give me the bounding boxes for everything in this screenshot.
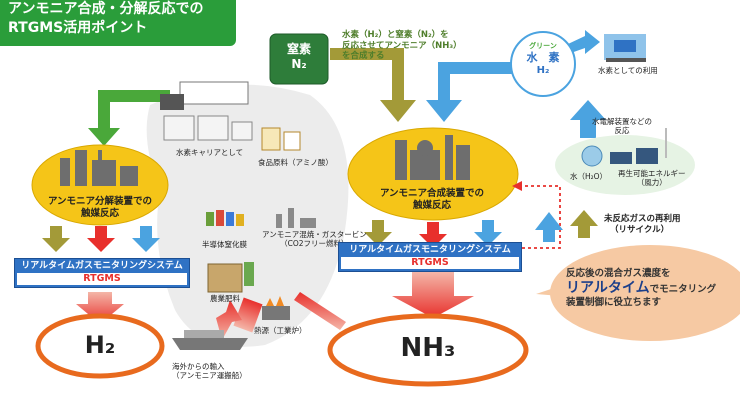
olive-arrow-synth-out — [364, 220, 392, 246]
food-icon — [261, 127, 301, 151]
olive-arrow-up-right — [570, 210, 598, 238]
reaction-note-line-3: を合成する — [342, 51, 385, 62]
recycle-arrowhead — [512, 181, 522, 191]
rtgms-right-abbr: RTGMS — [341, 257, 519, 269]
fertilizer-icon — [207, 262, 254, 293]
decomposition-plant-icon — [60, 150, 138, 186]
solar-wind-icon — [610, 128, 667, 164]
callout-line-2-rest: でモニタリング — [649, 283, 717, 295]
electrolysis-line-2: 反応 — [614, 126, 630, 136]
rtgms-bar-right: リアルタイムガスモニタリングシステム RTGMS — [338, 242, 522, 272]
renewable-line-2: （風力） — [636, 178, 667, 188]
import-label: 海外からの輸入 （アンモニア運搬船） — [172, 362, 247, 381]
callout-emphasis: リアルタイム — [566, 279, 650, 296]
olive-arrow-n2 — [330, 48, 416, 122]
synthesis-plant-icon — [395, 135, 470, 180]
reaction-note-line-2: 反応させてアンモニア（NH₃） — [342, 40, 462, 51]
gas-turbine-line-1: アンモニア混焼・ガスタービン — [262, 230, 367, 239]
carrier-label: 水素キャリアとして — [176, 148, 244, 157]
n2-label: 窒素 N₂ — [270, 42, 328, 72]
gas-turbine-line-2: （CO2フリー燃料） — [280, 239, 349, 249]
olive-arrow-decomp-out — [42, 226, 70, 252]
decomposition-label: アンモニア分解装置での 触媒反応 — [42, 196, 158, 220]
reaction-note-line-1: 水素（H₂）と窒素（N₂）を — [342, 30, 449, 40]
n2-line-2: N₂ — [291, 57, 307, 71]
unreacted-line-1: 未反応ガスの再利用 — [604, 214, 681, 224]
renewable-label: 再生可能エネルギー （風力） — [618, 169, 686, 188]
callout-bubble — [550, 245, 740, 341]
synthesis-line-2: 触媒反応 — [412, 199, 451, 211]
reaction-note: 水素（H₂）と窒素（N₂）を 反応させてアンモニア（NH₃） を合成する — [342, 30, 462, 62]
hydrogen-use-label: 水素としての利用 — [598, 66, 658, 75]
n2-line-1: 窒素 — [286, 42, 311, 56]
red-arrow-synth-out — [419, 222, 447, 248]
n2-box — [269, 33, 329, 85]
callout-tail — [536, 286, 560, 296]
green-h2-label: グリーン 水 素 H₂ — [511, 42, 575, 77]
heat-source-icon — [262, 296, 290, 320]
red-arrow-to-h2 — [76, 292, 124, 324]
nh3-ring — [327, 313, 529, 387]
recycle-dotted-line — [522, 185, 561, 249]
rtgms-right-name: リアルタイムガスモニタリングシステム — [349, 245, 511, 255]
decomposition-line-1: アンモニア分解装置での — [47, 196, 153, 207]
synthesis-line-1: アンモニア合成装置での — [379, 188, 485, 199]
title-line-1: アンモニア合成・分解反応での — [8, 1, 204, 17]
import-line-2: （アンモニア運搬船） — [172, 371, 247, 381]
gas-turbine-icon — [276, 208, 316, 228]
rtgms-left-name: リアルタイムガスモニタリングシステム — [21, 261, 183, 271]
red-arrow-decomp-out — [87, 226, 115, 252]
water-label: 水（H₂O） — [570, 172, 608, 181]
rtgms-left-abbr: RTGMS — [17, 273, 187, 285]
h2-ring — [35, 313, 165, 379]
green-h2-line-2: 水 素 — [526, 50, 560, 64]
import-line-1: 海外からの輸入 — [172, 362, 225, 371]
callout-line-2: リアルタイムでモニタリング — [566, 280, 716, 298]
carrier-illustration — [160, 81, 253, 141]
blue-arrow-synth-out — [474, 220, 502, 246]
unreacted-line-2: （リサイクル） — [610, 224, 670, 235]
blue-arrow-up-right — [535, 212, 563, 242]
unreacted-label: 未反応ガスの再利用 （リサイクル） — [604, 214, 681, 235]
gas-turbine-label: アンモニア混焼・ガスタービン （CO2フリー燃料） — [262, 230, 367, 249]
red-arrow-to-fertilizer — [233, 297, 263, 333]
red-arrow-to-heat — [294, 292, 346, 330]
green-h2-circle — [510, 31, 576, 97]
blue-arrow-green-h2 — [426, 62, 520, 122]
water-drop-icon — [581, 145, 603, 167]
fertilizer-label: 農業肥料 — [210, 294, 240, 303]
red-arrow-to-nh3 — [392, 272, 474, 318]
rtgms-bar-left: リアルタイムガスモニタリングシステム RTGMS — [14, 258, 190, 288]
blue-arrow-electrolysis — [570, 100, 606, 138]
decomposition-line-2: 触媒反応 — [80, 207, 119, 219]
title-line-2: RTGMS活用ポイント — [8, 20, 148, 36]
h2-product-label: H₂ — [84, 331, 116, 359]
electrolysis-label: 水電解装置などの 反応 — [592, 117, 652, 136]
nh3-product-label: NH₃ — [400, 333, 456, 363]
blue-arrow-hydrogen-use — [568, 30, 600, 54]
callout-line-1: 反応後の混合ガス濃度を — [566, 268, 671, 279]
ship-icon — [172, 330, 248, 350]
semiconductor-icon — [206, 210, 244, 226]
green-arrow-decomposition — [88, 90, 170, 146]
title-banner: アンモニア合成・分解反応での RTGMS活用ポイント — [0, 0, 236, 46]
electrolysis-line-1: 水電解装置などの — [592, 117, 652, 126]
heat-source-label: 熱源（工業炉） — [254, 326, 307, 335]
semiconductor-label: 半導体窒化膜 — [202, 240, 247, 249]
blue-arrow-decomp-out — [132, 226, 160, 252]
hydrogen-station-icon — [604, 34, 646, 62]
green-h2-line-1: グリーン — [529, 42, 557, 50]
callout-text: 反応後の混合ガス濃度を リアルタイムでモニタリング 装置制御に役立ちます — [566, 268, 716, 309]
renewable-line-1: 再生可能エネルギー — [618, 169, 686, 178]
food-label: 食品原料（アミノ酸） — [258, 158, 333, 167]
callout-line-3: 装置制御に役立ちます — [566, 297, 662, 309]
green-h2-line-3: H₂ — [536, 64, 550, 76]
synthesis-label: アンモニア合成装置での 触媒反応 — [362, 188, 502, 212]
